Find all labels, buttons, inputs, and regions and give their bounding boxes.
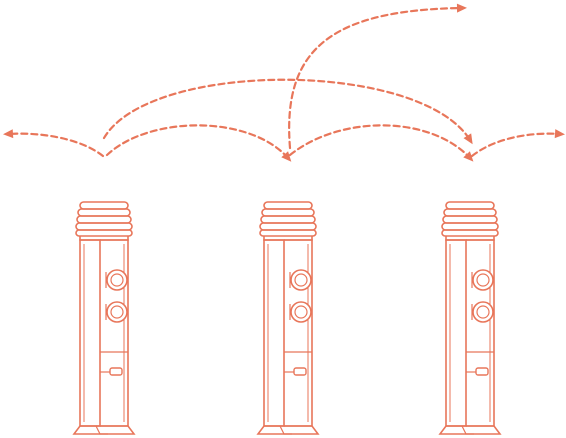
arrow-post1-to-left	[3, 129, 105, 158]
charging-post-2	[257, 201, 319, 435]
arrow-post1-to-post2	[105, 124, 292, 162]
charging-post-3	[439, 201, 501, 435]
arrow-post1-to-post3	[102, 78, 473, 145]
charging-post-icon	[439, 201, 501, 435]
charging-post-icon	[73, 201, 135, 435]
charging-post-1	[73, 201, 135, 435]
arrow-post3-to-right	[470, 129, 565, 158]
arrow-post2-to-post3	[288, 124, 474, 162]
charging-post-icon	[257, 201, 319, 435]
connection-arrows	[3, 3, 565, 162]
arrow-post2-to-top	[288, 3, 467, 150]
